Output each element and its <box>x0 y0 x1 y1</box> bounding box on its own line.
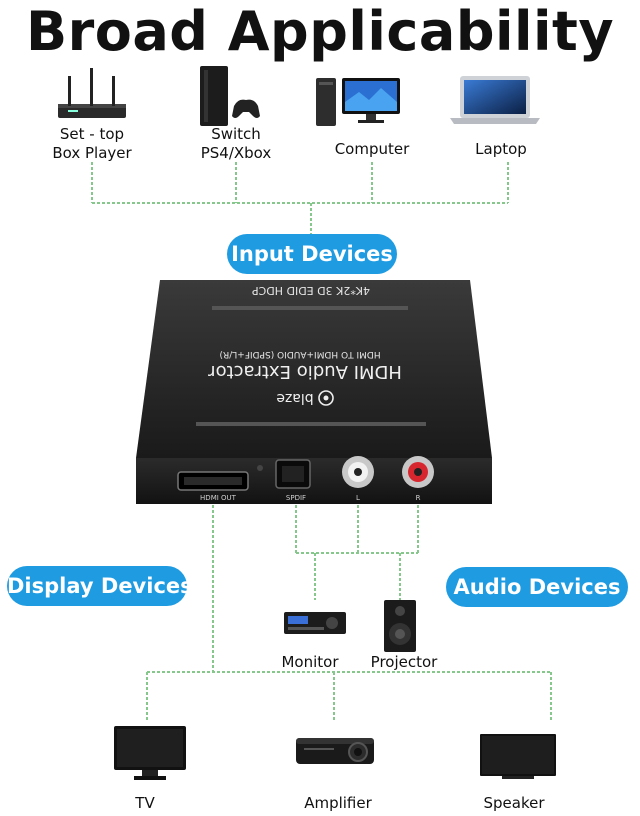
device-label-projector: Projector <box>370 653 438 671</box>
projector-icon <box>296 738 374 764</box>
game-console-icon <box>200 66 260 126</box>
port-label-right: R <box>415 494 421 502</box>
audio-receiver-icon <box>284 612 346 634</box>
label-line-2: PS4/Xbox <box>200 144 272 162</box>
input-devices-badge: Input Devices <box>227 234 397 274</box>
input-device-label-console: Switch PS4/Xbox <box>186 125 286 163</box>
feature-list: 4K*2K 3D EDID HDCP <box>251 284 371 297</box>
audio-devices-badge: Audio Devices <box>446 567 628 607</box>
laptop-icon <box>450 76 540 124</box>
set-top-box-router-icon <box>58 68 126 118</box>
port-label-left: L <box>356 494 360 502</box>
page-title: Broad Applicability <box>25 0 615 63</box>
flat-screen-icon <box>480 734 556 779</box>
label-line-1: Switch <box>211 125 261 143</box>
label-line-1: Set - top <box>59 125 125 143</box>
tv-icon <box>114 726 186 780</box>
input-device-label-computer: Computer <box>334 140 410 158</box>
port-label-hdmi-out: HDMI OUT <box>200 494 236 502</box>
product-name: HDMI Audio Extractor <box>208 361 402 382</box>
port-label-spdif: SPDIF <box>285 494 307 502</box>
device-label-tv: TV <box>135 794 155 812</box>
device-label-monitor: Monitor <box>281 653 339 671</box>
input-device-label-settop: Set - top Box Player <box>42 125 142 163</box>
brand-name: blaze <box>276 390 314 406</box>
device-label-amplifier: Amplifier <box>304 794 372 812</box>
device-label-speaker: Speaker <box>483 794 545 812</box>
display-devices-badge: Display Devices <box>7 566 193 606</box>
product-subtitle: HDMI TO HDMI+AUDIO (SPDIF+L/R) <box>219 349 381 359</box>
hdmi-audio-extractor-device <box>136 280 492 504</box>
label-line-2: Box Player <box>52 144 132 162</box>
speaker-icon <box>384 600 416 652</box>
input-device-label-laptop: Laptop <box>475 140 527 158</box>
desktop-computer-icon <box>316 78 400 126</box>
